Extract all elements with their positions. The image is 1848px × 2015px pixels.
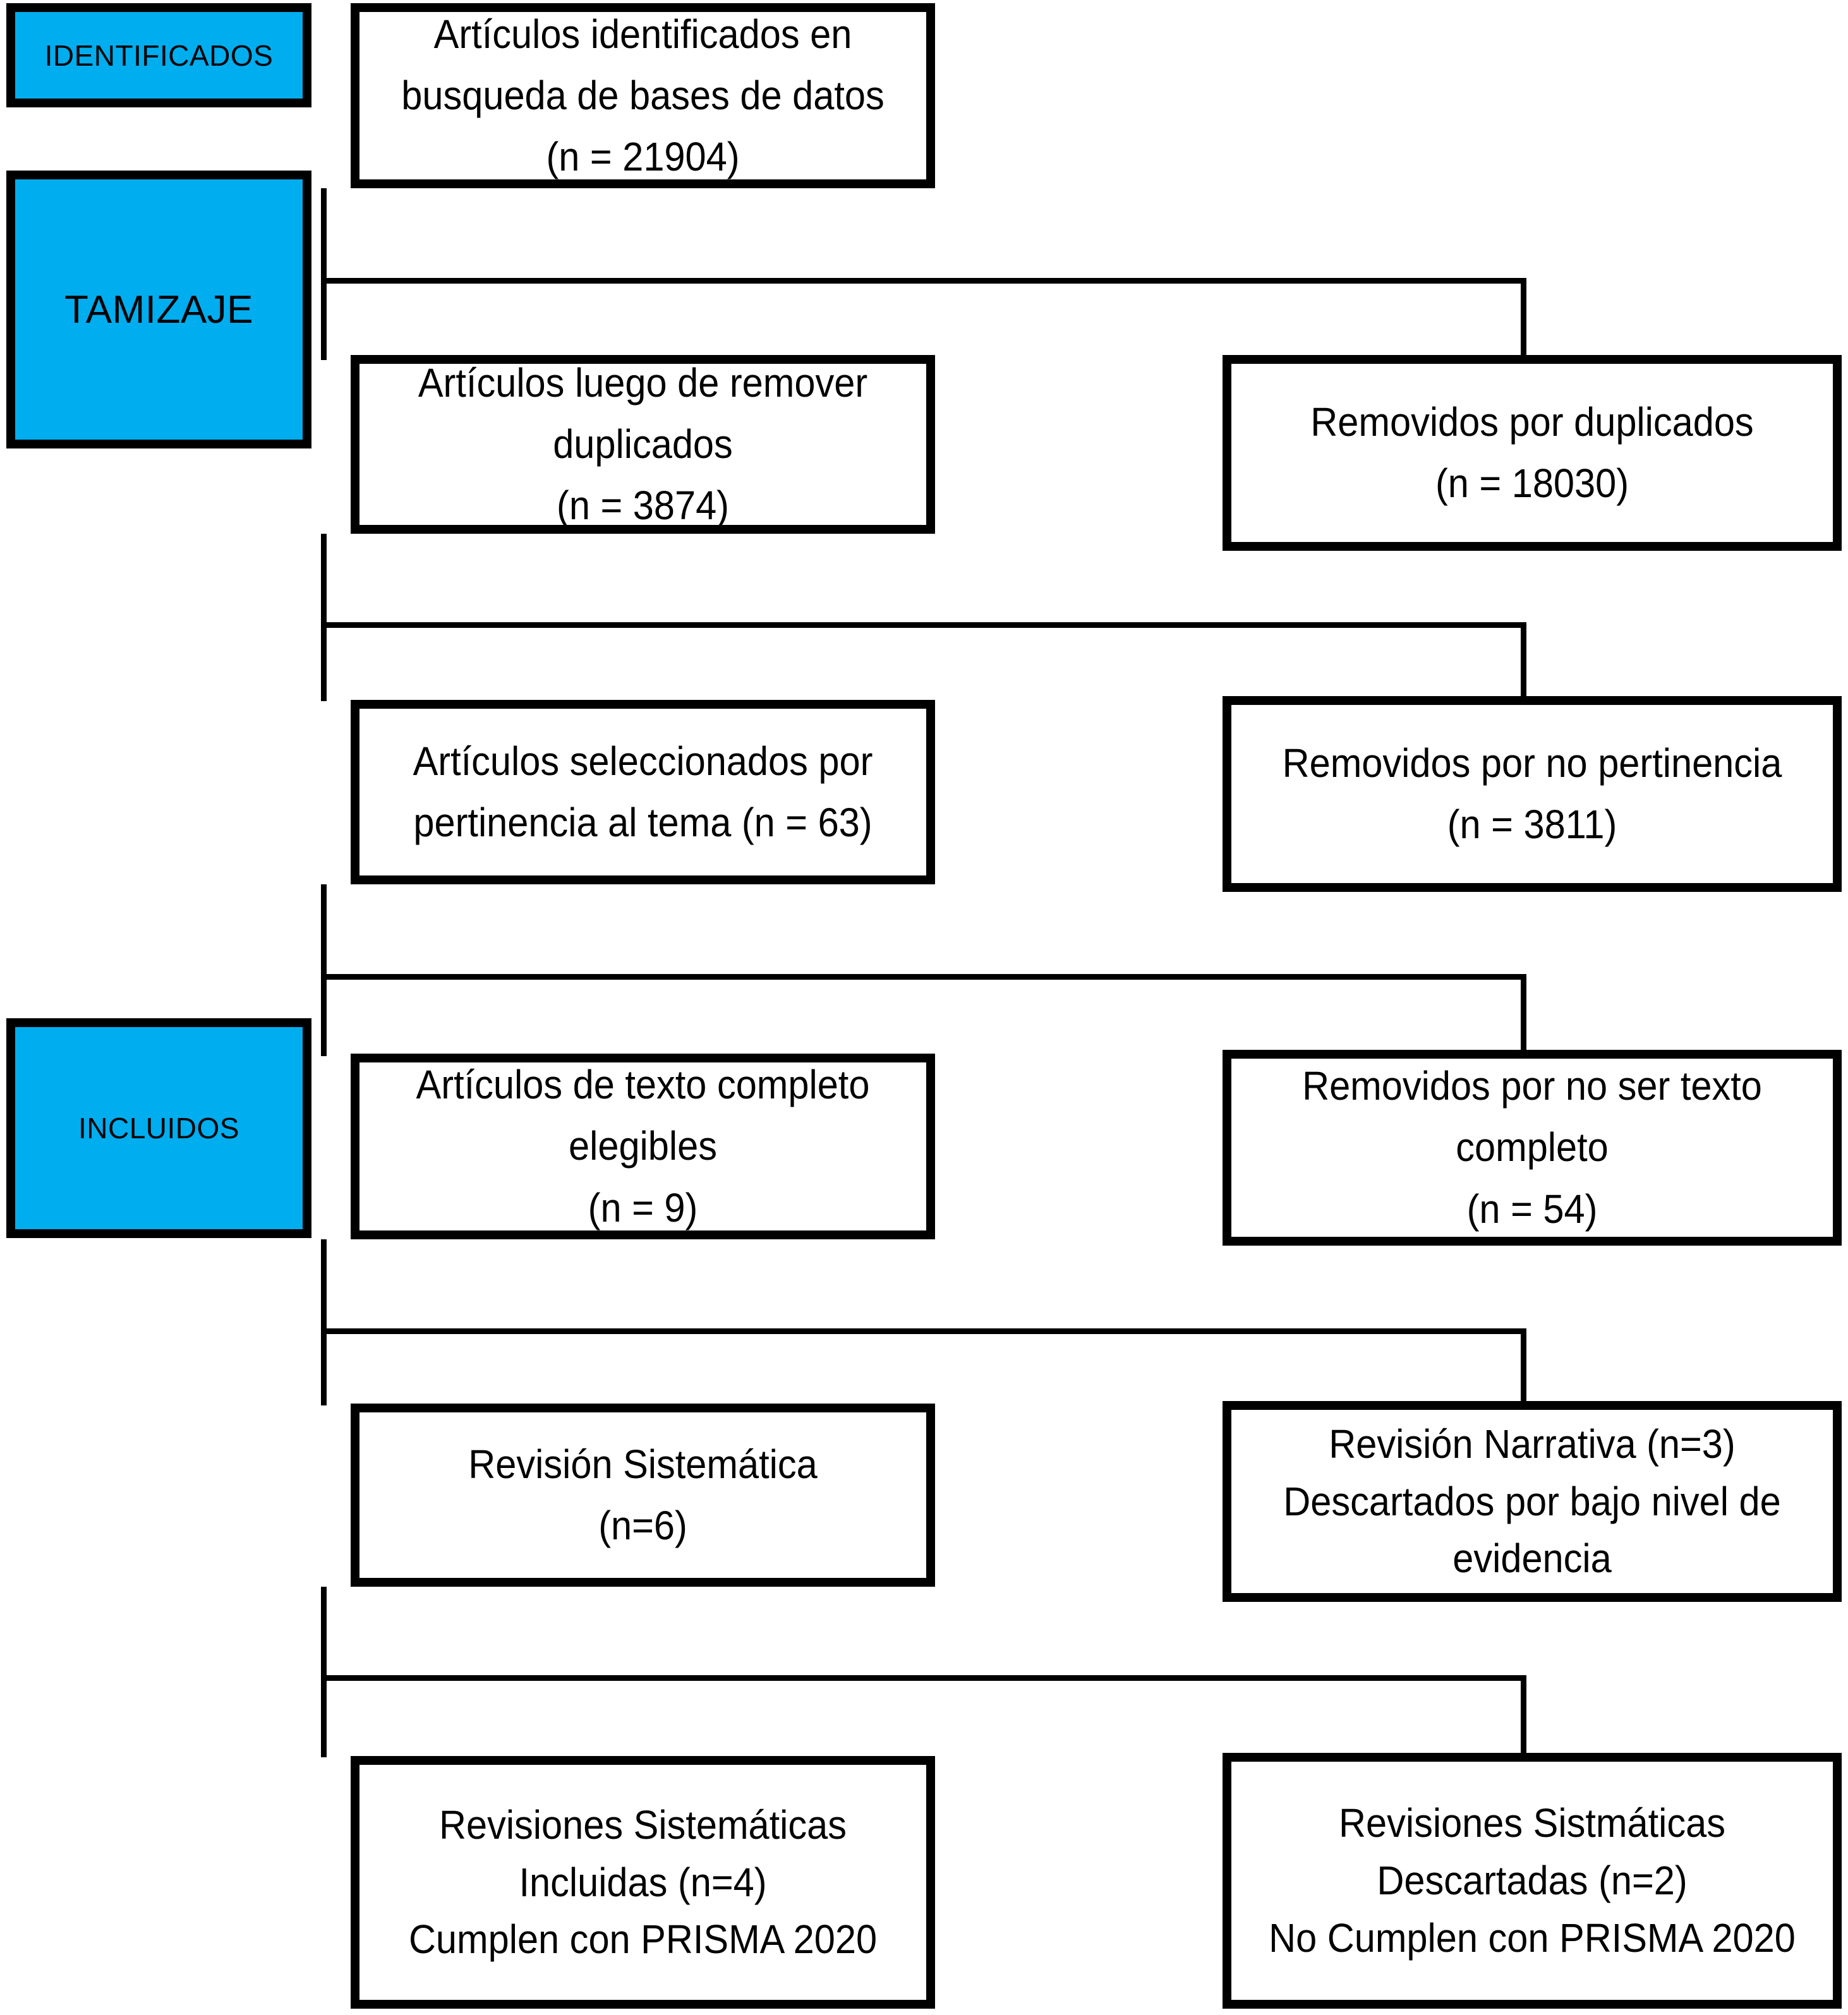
flow-box-removidos-pertinencia: Removidos por no pertinencia (n = 3811) — [1223, 696, 1842, 892]
stage-label-tamizaje-text: TAMIZAJE — [64, 287, 254, 332]
stage-label-identificados: IDENTIFICADOS — [6, 3, 311, 107]
flow-box-descartadas-text: Revisiones Sistmáticas Descartadas (n=2)… — [1269, 1800, 1796, 1961]
connector-horizontal-2 — [321, 622, 1526, 628]
stage-label-incluidos-text: INCLUIDOS — [78, 1112, 239, 1145]
flow-box-revision-narrativa-text: Revisión Narrativa (n=3) Descartados por… — [1283, 1421, 1781, 1582]
connector-horizontal-5 — [321, 1675, 1526, 1681]
flow-box-texto-completo-text: Artículos de texto completo elegibles (n… — [416, 1062, 870, 1230]
flow-box-revision-narrativa: Revisión Narrativa (n=3) Descartados por… — [1223, 1401, 1842, 1602]
flow-box-texto-completo: Artículos de texto completo elegibles (n… — [351, 1054, 935, 1239]
connector-vertical-2b — [321, 622, 327, 701]
flow-box-revision-sistematica: Revisión Sistemática (n=6) — [351, 1404, 935, 1587]
flow-box-removidos-pertinencia-text: Removidos por no pertinencia (n = 3811) — [1282, 740, 1782, 847]
stage-label-tamizaje: TAMIZAJE — [6, 171, 311, 448]
connector-horizontal-4 — [321, 1328, 1526, 1334]
flow-box-removidos-texto: Removidos por no ser texto completo (n =… — [1223, 1050, 1842, 1246]
flow-box-incluidas: Revisiones Sistemáticas Incluidas (n=4) … — [351, 1756, 935, 2009]
connector-vertical-4c — [1521, 1328, 1526, 1405]
stage-label-identificados-text: IDENTIFICADOS — [44, 39, 274, 72]
connector-vertical-3b — [321, 974, 327, 1056]
flow-box-identificados: Artículos identificados en busqueda de b… — [351, 3, 935, 188]
flow-box-removidos-duplicados-text: Removidos por duplicados (n = 18030) — [1310, 399, 1754, 506]
flow-box-pertinencia-text: Artículos seleccionados por pertinencia … — [413, 738, 873, 845]
connector-vertical-1b — [321, 278, 327, 360]
stage-label-incluidos: INCLUIDOS — [6, 1018, 311, 1238]
connector-horizontal-3 — [321, 974, 1526, 980]
connector-vertical-3a — [321, 884, 327, 979]
flow-box-removidos-duplicados: Removidos por duplicados (n = 18030) — [1223, 355, 1842, 551]
connector-vertical-2a — [321, 534, 327, 629]
flow-box-removidos-texto-text: Removidos por no ser texto completo (n =… — [1302, 1063, 1762, 1232]
connector-vertical-4b — [321, 1328, 327, 1405]
flow-box-descartadas: Revisiones Sistmáticas Descartadas (n=2)… — [1223, 1753, 1842, 2009]
connector-vertical-2c — [1521, 622, 1526, 701]
flow-box-incluidas-text: Revisiones Sistemáticas Incluidas (n=4) … — [408, 1801, 878, 1963]
connector-vertical-5a — [321, 1587, 327, 1681]
connector-vertical-5b — [321, 1675, 327, 1757]
flow-box-revision-sistematica-text: Revisión Sistemática (n=6) — [468, 1441, 818, 1548]
connector-horizontal-1 — [321, 278, 1526, 284]
connector-vertical-3c — [1521, 974, 1526, 1056]
connector-vertical-1a — [321, 188, 327, 283]
connector-vertical-5c — [1521, 1675, 1526, 1757]
flow-box-sin-duplicados-text: Artículos luego de remover duplicados (n… — [418, 359, 868, 529]
connector-vertical-4a — [321, 1239, 327, 1334]
connector-vertical-1c — [1521, 278, 1526, 360]
flow-box-identificados-text: Artículos identificados en busqueda de b… — [401, 11, 885, 180]
flow-box-pertinencia: Artículos seleccionados por pertinencia … — [351, 700, 935, 884]
flow-box-sin-duplicados: Artículos luego de remover duplicados (n… — [351, 355, 935, 534]
